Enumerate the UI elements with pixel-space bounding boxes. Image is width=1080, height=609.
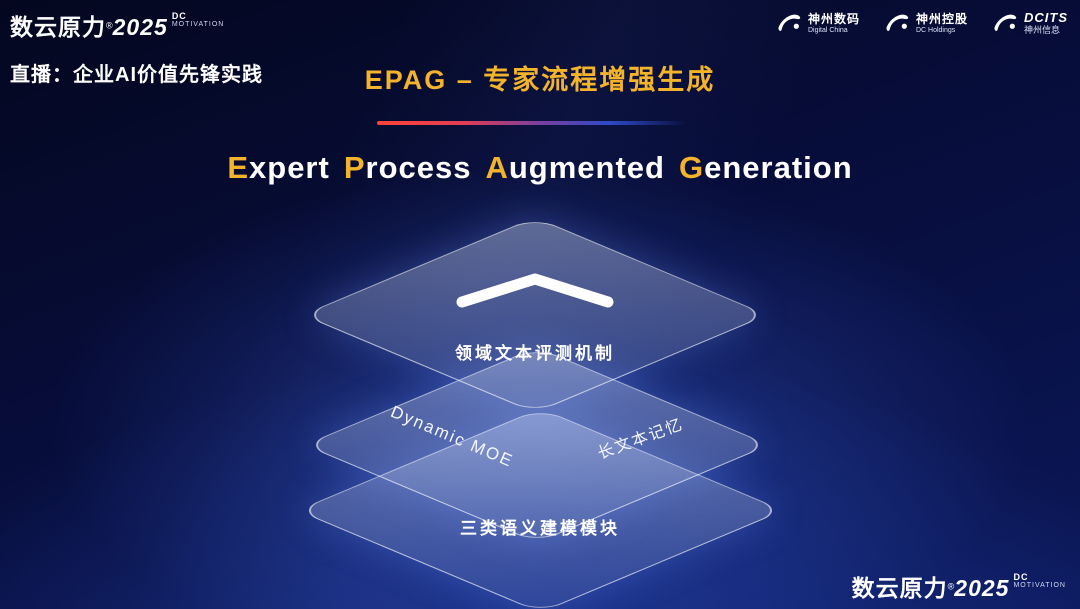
word-initial: P [343,150,366,185]
word-rest: ugmented [508,150,665,185]
brand-cn-text: 数云原力 [10,14,106,40]
dcits-swoosh-icon [994,14,1017,31]
partner-name-en: DC Holdings [915,26,956,34]
digital-china-logo-text: 神州数码 Digital China [808,12,860,35]
brand-motivation: MOTIVATION [1013,582,1066,589]
partner-name-en: Digital China [807,26,848,34]
brand-name: 数云原力®2025 [10,8,168,42]
brand-motivation: MOTIVATION [171,21,225,28]
subtitle-word: Expert [227,150,330,185]
dcits-logo: DCITS 神州信息 [992,10,1068,36]
partner-logos: 神州数码 Digital China 神州控股 DC Holdings DCIT… [776,10,1068,36]
top-layer-label: 领域文本评测机制 [455,344,615,363]
brand-year: 2025 [954,575,1010,601]
brand-logo-top-left: 数云原力®2025 DC MOTIVATION [10,8,224,42]
page-title: EPAG – 专家流程增强生成 [364,65,716,95]
dc-holdings-logo-text: 神州控股 DC Holdings [916,12,968,35]
brand-year: 2025 [112,14,168,40]
brand-registered-mark: ® [106,20,113,31]
brand-subtext: DC MOTIVATION [1013,572,1066,590]
word-initial: E [227,150,250,185]
partner-name-en: DCITS [1024,9,1068,25]
digital-china-logo: 神州数码 Digital China [776,10,860,36]
subtitle-word: Process [344,150,472,185]
word-initial: G [679,150,705,185]
brand-registered-mark: ® [947,581,955,592]
partner-name-cn: 神州控股 [915,11,968,26]
brand-dc: DC [171,11,187,21]
dc-holdings-swoosh-icon [886,14,909,31]
partner-name-cn: 神州信息 [1024,24,1061,35]
partner-name-cn: 神州数码 [807,11,860,26]
brand-logo-bottom-right: 数云原力®2025 DC MOTIVATION [852,569,1066,603]
bottom-layer-label: 三类语义建模模块 [460,519,620,538]
word-rest: eneration [704,150,853,185]
live-stream-label: 直播：企业AI价值先锋实践 [10,64,263,86]
subtitle-word: Generation [679,150,853,185]
brand-name: 数云原力®2025 [852,569,1010,603]
word-initial: A [485,150,509,185]
dcits-logo-text: DCITS 神州信息 [1024,9,1068,36]
dc-holdings-logo: 神州控股 DC Holdings [884,10,968,36]
chevron-up-icon [452,270,618,317]
brand-cn-text: 数云原力 [851,575,948,601]
digital-china-swoosh-icon [778,14,801,31]
word-rest: rocess [365,150,472,185]
brand-subtext: DC MOTIVATION [172,11,225,29]
word-rest: xpert [249,150,330,185]
subtitle-word: Augmented [485,150,665,185]
gradient-divider [377,121,687,125]
subtitle-expert-process: Expert Process Augmented Generation [0,150,1080,186]
brand-dc: DC [1013,572,1029,582]
